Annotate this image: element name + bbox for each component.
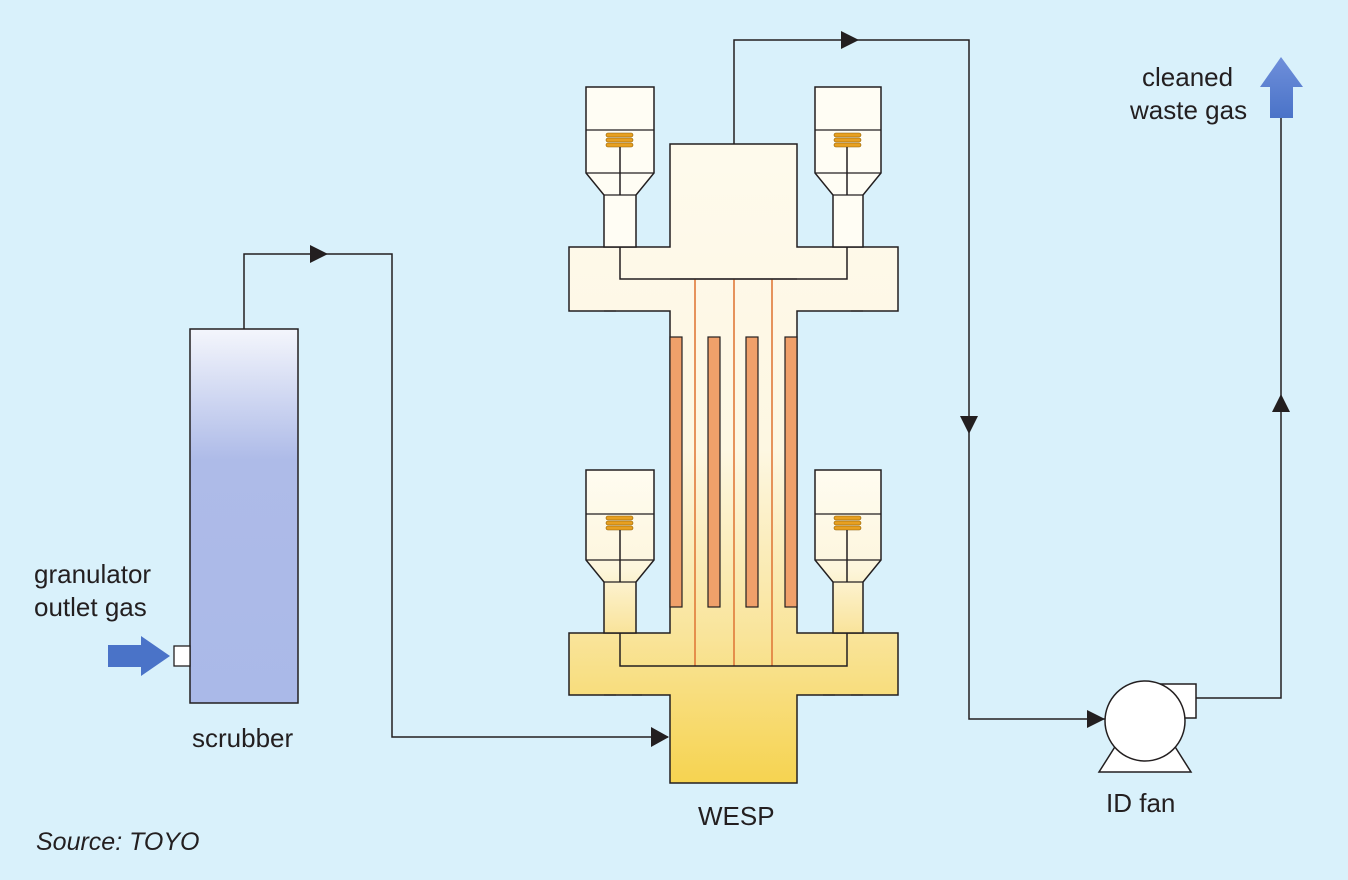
wesp-label: WESP — [698, 801, 775, 831]
inlet-arrow-icon — [108, 636, 170, 676]
id-fan-icon — [1097, 680, 1197, 773]
insulator-chamber-bottom-left — [585, 469, 655, 634]
flow-arrow-icon — [310, 245, 328, 263]
flow-arrow-icon — [960, 416, 978, 434]
scrubber-vessel — [173, 328, 299, 704]
granulator-label-line2: outlet gas — [34, 592, 147, 622]
pipe-scrubber-to-wesp — [243, 253, 668, 738]
outlet-arrow-icon — [1260, 57, 1303, 118]
flow-arrow-icon — [1087, 710, 1105, 728]
pipe-fan-to-outlet — [1196, 118, 1282, 699]
discharge-wires — [694, 279, 773, 666]
flow-arrow-icon — [1272, 394, 1290, 412]
flow-arrow-icon — [841, 31, 859, 49]
flow-arrow-icon — [651, 727, 669, 747]
source-caption: Source: TOYO — [36, 828, 200, 856]
cleaned-label-line2: waste gas — [1130, 95, 1248, 125]
scrubber-label: scrubber — [192, 723, 294, 753]
insulator-chamber-bottom-right — [814, 469, 882, 634]
insulator-chamber-top-left — [585, 86, 655, 248]
cleaned-label-line1: cleaned — [1142, 62, 1234, 92]
collecting-electrodes — [669, 336, 798, 608]
pipe-wesp-to-fan — [733, 39, 1105, 720]
id-fan-label: ID fan — [1106, 788, 1176, 818]
insulator-chamber-top-right — [814, 86, 882, 248]
granulator-label-line1: granulator — [34, 559, 152, 589]
